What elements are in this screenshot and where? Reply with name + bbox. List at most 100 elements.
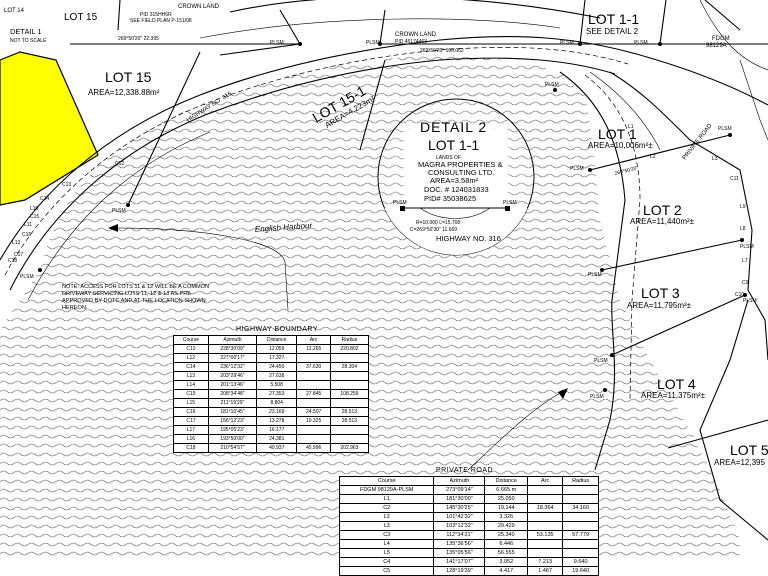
lot4-label: LOT 4 xyxy=(657,376,696,392)
table-cell: 228°30'09" xyxy=(207,344,258,354)
table-cell: 1.467 xyxy=(527,566,564,576)
table-cell: L16 xyxy=(173,434,209,444)
table-cell: 45.996 xyxy=(296,443,331,453)
table-cell: 9.640 xyxy=(562,557,599,567)
table-cell: 145°30'25" xyxy=(433,503,486,513)
table-cell xyxy=(562,539,599,549)
table-cell: 24.450 xyxy=(256,362,298,372)
detail2-lot: LOT 1-1 xyxy=(428,137,479,153)
lot14-label: LOT 14 xyxy=(4,8,25,14)
column-header: Course xyxy=(173,335,209,345)
lot1-area: AREA=10,006m²± xyxy=(588,141,653,150)
plsm-label: PLSM xyxy=(570,166,584,172)
course-label: L1 xyxy=(628,124,634,130)
column-header: Distance xyxy=(256,335,298,345)
table-cell: 28.513 xyxy=(329,407,370,417)
table-cell: 211°19'29" xyxy=(207,398,258,408)
access-note: NOTE: ACCESS FOR LOTS 11 & 12 WILL BE A … xyxy=(62,284,210,311)
lot15-1-east xyxy=(359,59,386,151)
table-cell xyxy=(329,434,370,444)
detail2-marker-left xyxy=(400,206,405,211)
table-cell: 210°54'57" xyxy=(207,443,258,453)
table-cell xyxy=(296,434,331,444)
marker xyxy=(378,42,382,46)
table-cell: 128°19'39" xyxy=(433,566,486,576)
lot2-area: AREA=11,440m²± xyxy=(630,217,695,226)
column-header: Azimuth xyxy=(207,335,258,345)
table-cell: 7.213 xyxy=(527,557,564,567)
table-cell xyxy=(562,512,599,522)
detail2-plsm-right: PLSM xyxy=(503,200,517,206)
detail2-owner-1: LANDS OF xyxy=(436,155,461,161)
line-a xyxy=(279,9,301,45)
private-road-east xyxy=(609,71,768,361)
course-label: C9 xyxy=(742,280,749,286)
plsm-label: PLSM xyxy=(366,40,380,46)
table-cell: 19.640 xyxy=(562,566,599,576)
detail2-doc: DOC. # 124031833 xyxy=(424,185,489,194)
table-cell xyxy=(329,398,370,408)
plsm-label: PLSM xyxy=(590,394,604,400)
table-cell: 201°13'46" xyxy=(207,380,258,390)
table-header-row: Course Azimuth Distance Arc Radius xyxy=(338,476,599,486)
table-cell: 202.963 xyxy=(329,443,370,453)
table-cell: L1 xyxy=(338,494,435,504)
table-cell: 227°00'17" xyxy=(207,353,258,363)
course-label: L10 xyxy=(30,206,39,212)
table-cell: 4.417 xyxy=(484,566,529,576)
crown-mid-title: CROWN LAND xyxy=(395,32,437,38)
table-cell: 27.353 xyxy=(256,389,298,399)
detail1-label: DETAIL 1 xyxy=(10,27,42,36)
table-cell: 24.381 xyxy=(256,434,298,444)
road-pointer xyxy=(467,391,563,471)
road-arrowhead xyxy=(558,388,568,399)
table-cell: 40.937 xyxy=(256,443,298,453)
column-header: Azimuth xyxy=(433,476,486,486)
table-cell: 273°09'14" xyxy=(433,485,486,495)
highway-edge-inner xyxy=(9,57,616,291)
course-label: L2 xyxy=(650,154,656,160)
table-cell: 16.177 xyxy=(256,425,298,435)
line-d xyxy=(659,0,667,45)
course-label: C11 xyxy=(730,176,739,182)
bearing-top-1: 269°50'20" 22.395 xyxy=(118,36,159,42)
plsm-label: PLSM xyxy=(743,298,757,304)
table-cell: C2 xyxy=(338,503,435,513)
plsm-label: PLSM xyxy=(270,40,284,46)
table-cell: L2 xyxy=(338,512,435,522)
markers-group xyxy=(38,42,747,392)
lot4-5-line xyxy=(667,419,768,449)
table-cell xyxy=(527,548,564,558)
detail2-lot-box xyxy=(404,129,508,209)
table-cell: 195°05'23" xyxy=(207,425,258,435)
table-cell: C17 xyxy=(173,416,209,426)
table-cell: 3.326 xyxy=(484,512,529,522)
line-c xyxy=(579,0,586,45)
table-cell xyxy=(562,548,599,558)
table-cell: 13.278 xyxy=(256,416,298,426)
table-cell: 17.327 xyxy=(256,353,298,363)
table-cell: 53.135 xyxy=(527,530,564,540)
table-cell: 12.059 xyxy=(256,344,298,354)
table-cell xyxy=(527,494,564,504)
crown-top-title: CROWN LAND xyxy=(178,4,220,10)
highway-table-title: HIGHWAY BOUNDARY xyxy=(236,326,319,333)
table-cell: 24.507 xyxy=(296,407,331,417)
lot15-area: AREA=12,338.88m² xyxy=(88,88,160,97)
table-cell: 37.630 xyxy=(296,362,331,372)
table-cell xyxy=(329,353,370,363)
crown-mid-pid: PID 45174463 xyxy=(395,39,427,45)
table-cell: C5 xyxy=(338,566,435,576)
table-cell xyxy=(329,380,370,390)
table-header-row: Course Azimuth Distance Arc Radius xyxy=(173,335,370,345)
private-road-mid xyxy=(589,71,661,151)
table-cell xyxy=(296,398,331,408)
table-cell xyxy=(296,353,331,363)
